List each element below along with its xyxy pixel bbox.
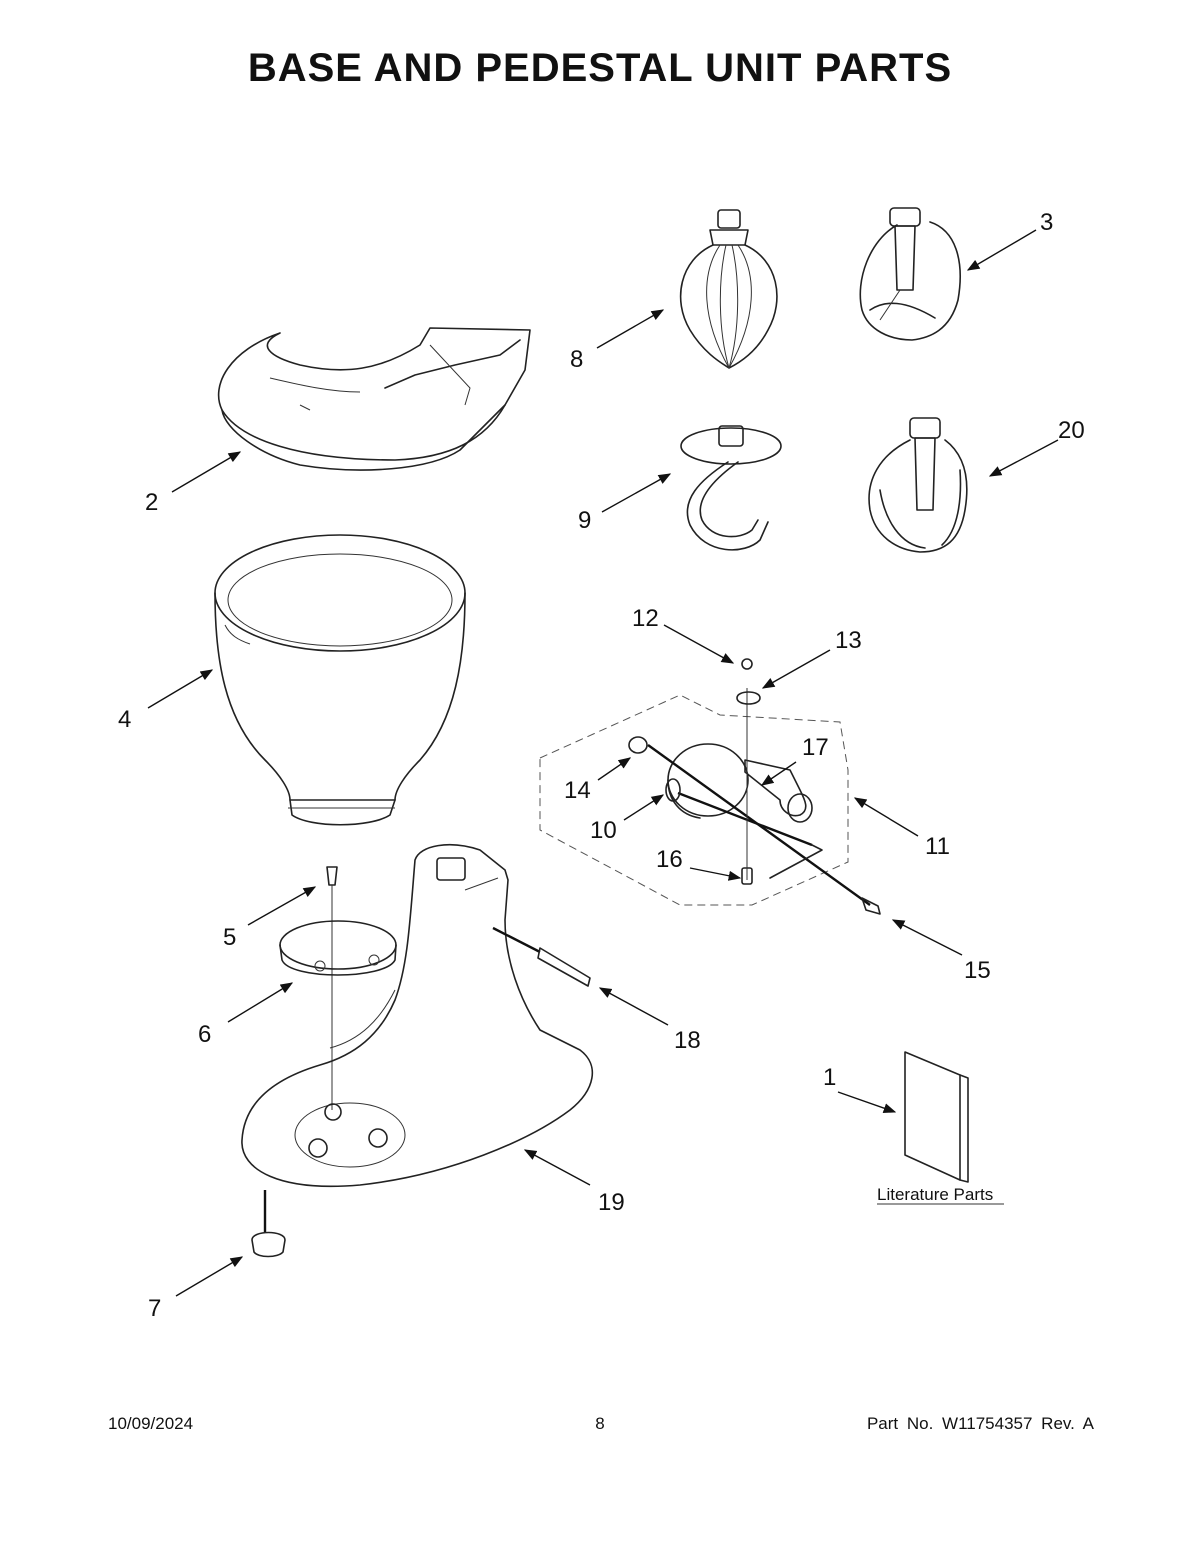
callout-9: 9 bbox=[578, 507, 591, 534]
bowl-clamp-plate-part bbox=[279, 866, 397, 1110]
callout-3: 3 bbox=[1040, 209, 1053, 236]
wire-whip-part bbox=[679, 209, 778, 369]
callout-14: 14 bbox=[564, 777, 591, 804]
attachment-hub-assembly bbox=[539, 658, 881, 915]
flat-beater-part bbox=[859, 207, 961, 341]
callout-10: 10 bbox=[590, 817, 617, 844]
flex-edge-beater-part bbox=[868, 417, 968, 553]
callout-15: 15 bbox=[964, 957, 991, 984]
footer-part-number: Part No. W11754357 Rev. A bbox=[866, 1414, 1094, 1433]
callout-17: 17 bbox=[802, 734, 829, 761]
callout-1: 1 bbox=[823, 1064, 836, 1091]
callout-19: 19 bbox=[598, 1189, 625, 1216]
callout-6: 6 bbox=[198, 1021, 211, 1048]
mixing-bowl-part bbox=[214, 534, 466, 826]
footer-date: 10/09/2024 bbox=[108, 1414, 194, 1433]
callout-4: 4 bbox=[118, 706, 131, 733]
callout-18: 18 bbox=[674, 1027, 701, 1054]
callout-labels: 1 2 3 4 5 6 7 8 9 10 11 12 13 14 15 16 1… bbox=[118, 209, 1085, 1322]
callout-16: 16 bbox=[656, 846, 683, 873]
callout-8: 8 bbox=[570, 346, 583, 373]
callout-11: 11 bbox=[925, 833, 950, 860]
dough-hook-part bbox=[680, 425, 782, 551]
literature-parts-label: Literature Parts bbox=[877, 1185, 993, 1204]
footer-page-number: 8 bbox=[595, 1414, 605, 1433]
callout-2: 2 bbox=[145, 489, 158, 516]
callout-5: 5 bbox=[223, 924, 236, 951]
pouring-shield-part bbox=[217, 327, 531, 471]
callout-13: 13 bbox=[835, 627, 862, 654]
pedestal-base-part bbox=[241, 844, 594, 1188]
callout-20: 20 bbox=[1058, 417, 1085, 444]
foot-part bbox=[251, 1190, 286, 1258]
page-title: BASE AND PEDESTAL UNIT PARTS bbox=[247, 46, 953, 90]
leader-arrows bbox=[147, 229, 1059, 1297]
callout-7: 7 bbox=[148, 1295, 161, 1322]
literature-parts-booklet: Literature Parts bbox=[877, 1051, 1004, 1205]
callout-12: 12 bbox=[632, 605, 659, 632]
